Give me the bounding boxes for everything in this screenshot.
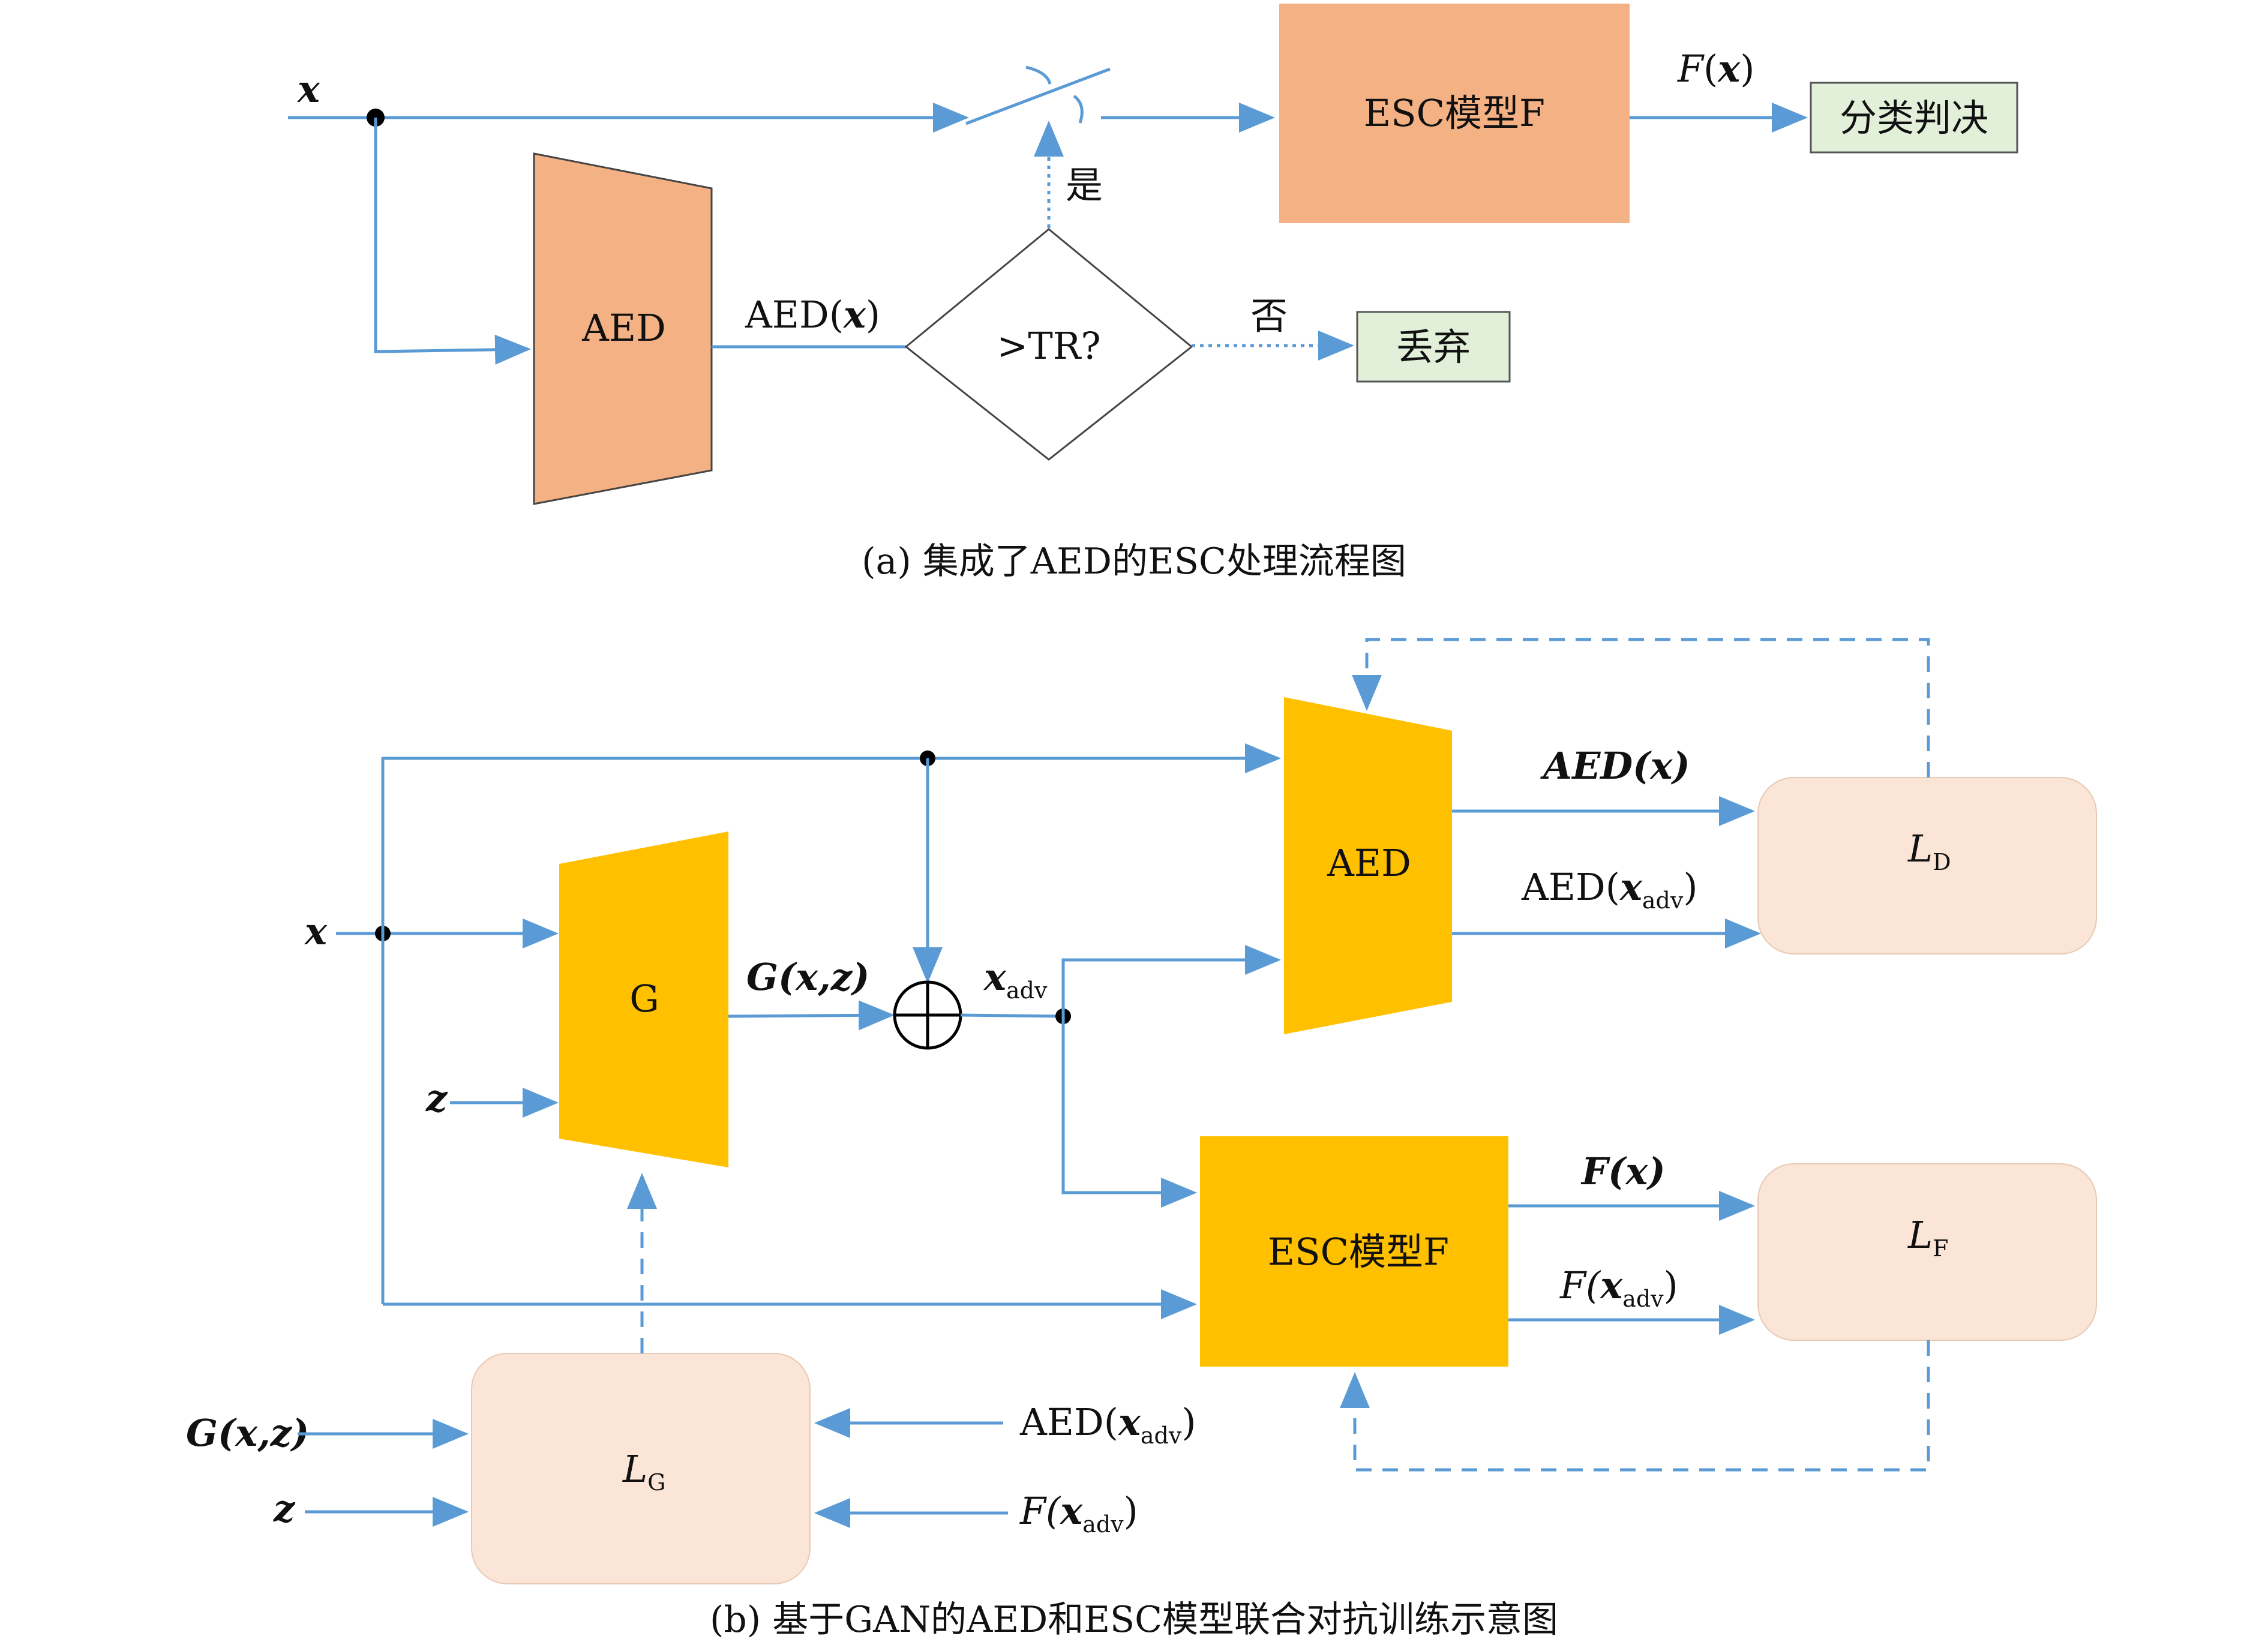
a-no-label: 否 — [1250, 294, 1288, 338]
b-xadv-to-aed-line — [1061, 945, 1281, 1016]
b-aed-label: AED — [1327, 841, 1411, 885]
a-classify-label: 分类判决 — [1840, 96, 1988, 140]
b-lg-in-f-label: F(xadv) — [1019, 1489, 1138, 1538]
b-aed-trapezoid — [1284, 697, 1452, 1034]
b-fxadv-label: F(xadv) — [1559, 1263, 1678, 1312]
a-yes-label: 是 — [1066, 163, 1103, 207]
b-lf-label: LF — [1907, 1213, 1949, 1262]
b-lg-label: LG — [622, 1447, 666, 1496]
a-input-x-label: x — [296, 67, 320, 111]
part-a: x ESC模型F F(x) 分类判决 AED AED(x) >TR? 是 — [288, 4, 2018, 583]
a-fx-label: F(x) — [1677, 47, 1754, 91]
a-decision-label: >TR? — [997, 324, 1100, 368]
a-aed-label: AED — [581, 306, 666, 350]
b-adder-out-line — [960, 1013, 1064, 1018]
a-caption: (a) 集成了AED的ESC处理流程图 — [862, 541, 1406, 583]
a-aed-trapezoid — [533, 152, 713, 505]
b-lg-in-z-label: z — [273, 1487, 296, 1530]
b-esc-label: ESC模型F — [1268, 1230, 1449, 1274]
b-lg-in-aed-label: AED(xadv) — [1019, 1400, 1196, 1449]
b-xadv-to-esc-line — [1061, 1016, 1197, 1208]
b-caption: (b) 基于GAN的AED和ESC模型联合对抗训练示意图 — [710, 1599, 1558, 1641]
b-input-z-label: z — [425, 1076, 448, 1120]
a-switch-arc — [1025, 65, 1052, 85]
a-branch-to-aed-line — [374, 118, 531, 365]
b-g-trapezoid — [559, 831, 728, 1167]
a-esc-label: ESC模型F — [1364, 91, 1545, 135]
a-switch-blade — [965, 67, 1111, 125]
a-discard-label: 丢弃 — [1396, 325, 1471, 369]
b-input-x-label: x — [304, 909, 328, 953]
b-g-to-adder-line — [728, 1000, 895, 1031]
b-xadv-label: xadv — [983, 955, 1048, 1004]
a-classify-box — [1810, 82, 2018, 154]
a-esc-box — [1279, 4, 1630, 223]
a-discard-box — [1356, 311, 1511, 383]
b-fx-label: F(x) — [1580, 1149, 1666, 1193]
b-aed-x-label: AED(x) — [1540, 744, 1690, 788]
b-aed-xadv-label: AED(xadv) — [1521, 865, 1698, 914]
b-adder-symbol — [893, 980, 962, 1050]
b-lg-in-gxz-label: G(x,z) — [186, 1411, 309, 1455]
a-switch-arc-2 — [1073, 95, 1084, 124]
b-ld-label: LD — [1907, 827, 1951, 875]
b-lf-feedback-line — [1340, 1340, 1930, 1472]
b-g-label: G — [629, 977, 659, 1020]
part-b: x z G G(x,z) xadv — [186, 638, 2097, 1641]
a-aed-out-label: AED(x) — [745, 293, 880, 337]
b-esc-box — [1200, 1136, 1508, 1367]
b-gxz-label: G(x,z) — [746, 955, 869, 999]
